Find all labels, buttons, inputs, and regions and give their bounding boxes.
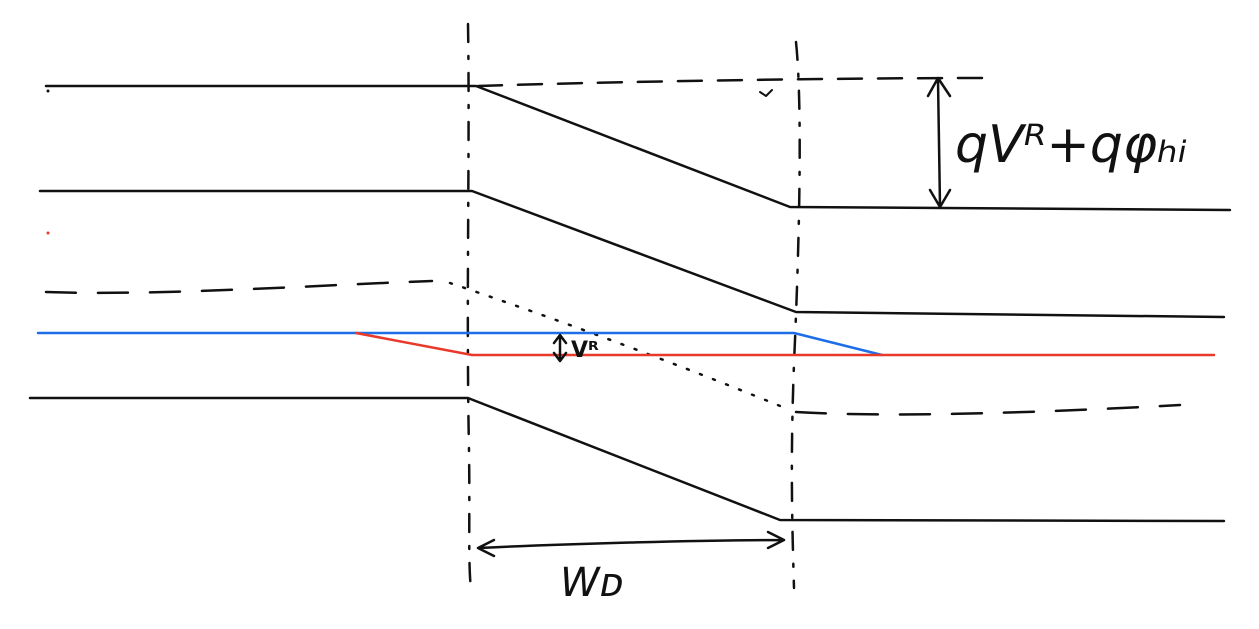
- stray-red-dot: [46, 231, 50, 235]
- valence-band-edge: [28, 396, 1226, 523]
- small-tick-mark: [759, 89, 773, 97]
- depletion-boundary-left: [466, 22, 473, 592]
- fermi-level-p-side: [354, 331, 1216, 357]
- barrier-arrow: [926, 76, 952, 209]
- fermi-level-n-side: [36, 331, 884, 357]
- stray-dot: [46, 89, 50, 93]
- bias-label: Vᴿ: [571, 338, 599, 363]
- conduction-band-edge: [38, 189, 1226, 319]
- bias-arrow: [552, 333, 568, 363]
- reference-level-dashed: [476, 76, 990, 88]
- depletion-boundary-right: [790, 40, 801, 590]
- intrinsic-level-slope: [448, 281, 792, 412]
- intrinsic-level-left: [44, 279, 434, 295]
- intrinsic-level-right: [794, 403, 1182, 416]
- width-label: Wᴅ: [560, 560, 624, 606]
- width-arrow: [476, 530, 786, 558]
- barrier-label: qVᴿ+qφₕᵢ: [955, 115, 1187, 175]
- band-upper-edge: [44, 84, 1232, 212]
